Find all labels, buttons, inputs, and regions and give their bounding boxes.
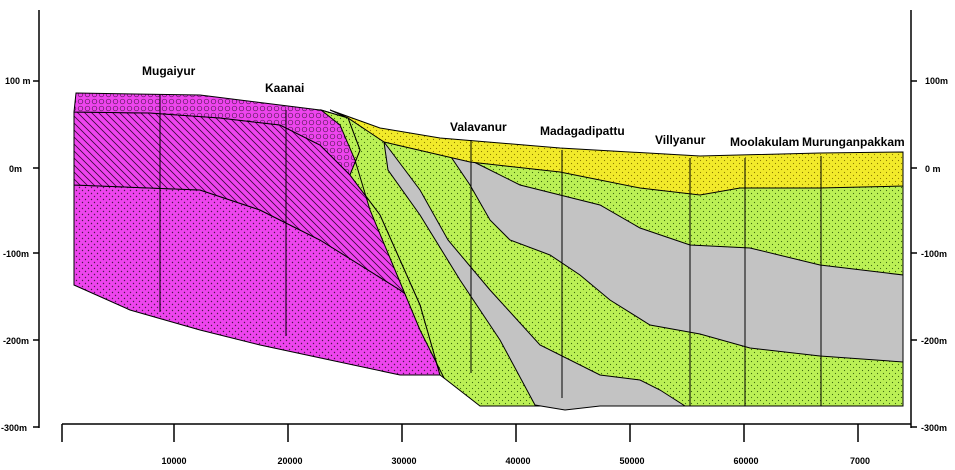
well-label-madagadipattu: Madagadipattu (540, 124, 625, 138)
right-axis-label: -300m (921, 423, 947, 433)
well-label-villyanur: Villyanur (655, 133, 706, 147)
layer-magenta-top (73, 92, 361, 176)
well-label-valavanur: Valavanur (450, 120, 507, 134)
strata-layers (73, 92, 904, 411)
x-tick-label: 50000 (619, 456, 644, 466)
layer-grey-upper (443, 146, 904, 363)
layer-grey-lower (383, 141, 687, 411)
well-label-murunganpakkam: Murunganpakkam (802, 135, 905, 149)
right-axis-label: 100m (925, 76, 948, 86)
borehole-lines (159, 95, 822, 406)
left-axis-label: -300m (1, 423, 27, 433)
x-tick-label: 7000 (850, 456, 870, 466)
right-axis: 100m 0 m -100m -200m -300m (910, 10, 948, 433)
right-axis-label: 0 m (925, 164, 941, 174)
x-tick-label: 10000 (161, 456, 186, 466)
x-tick-label: 60000 (733, 456, 758, 466)
layer-yellow-top (329, 109, 904, 196)
left-axis: 100 m 0m -100m -200m -300m (1, 10, 40, 433)
x-tick-label: 30000 (391, 456, 416, 466)
x-tick-label: 20000 (277, 456, 302, 466)
x-tick-label: 40000 (505, 456, 530, 466)
right-axis-label: -200m (921, 336, 947, 346)
left-axis-label: 100 m (5, 76, 31, 86)
well-label-moolakulam: Moolakulam (730, 135, 799, 149)
well-label-mugaiyur: Mugaiyur (142, 64, 196, 78)
left-axis-label: 0m (9, 164, 22, 174)
well-label-kaanai: Kaanai (265, 81, 304, 95)
layer-green-wedge (320, 109, 445, 379)
well-labels: Mugaiyur Kaanai Valavanur Madagadipattu … (142, 64, 905, 149)
bottom-axis: 10000 20000 30000 40000 50000 60000 7000 (61, 423, 911, 466)
left-axis-label: -100m (3, 249, 29, 259)
left-axis-label: -200m (3, 336, 29, 346)
right-axis-label: -100m (921, 249, 947, 259)
